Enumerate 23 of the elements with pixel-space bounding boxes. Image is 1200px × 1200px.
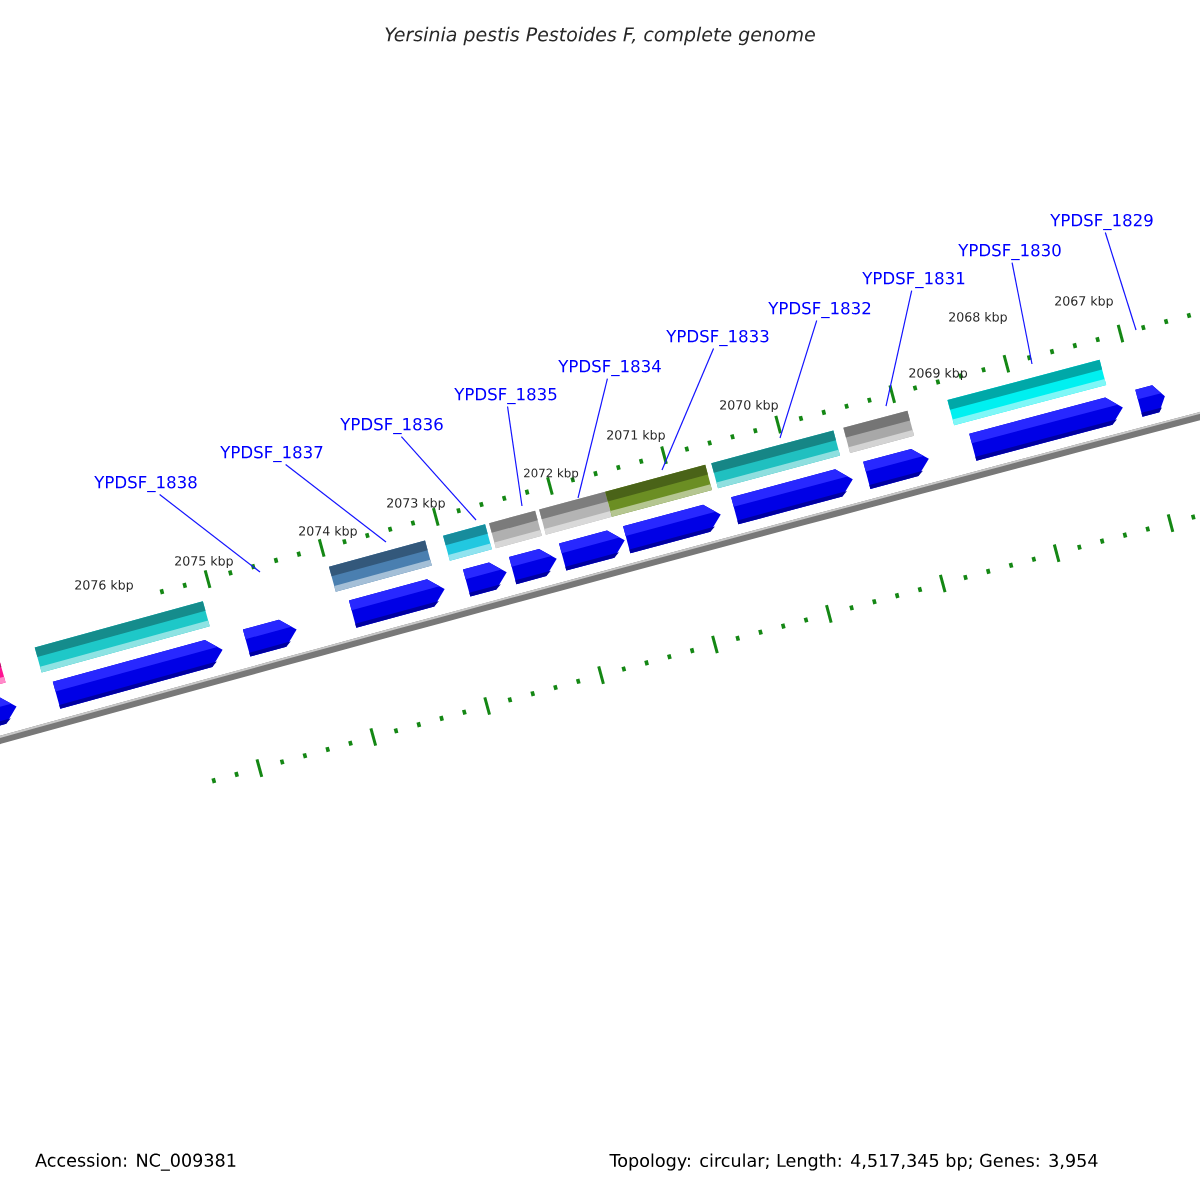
gene-label: YPDSF_1832 [768, 301, 871, 319]
gene-label: YPDSF_1836 [340, 417, 443, 435]
gene-label: YPDSF_1837 [220, 445, 323, 463]
gene-label: YPDSF_1831 [862, 271, 965, 289]
genome-summary: Topology: circular; Length: 4,517,345 bp; Genes: 3,954 [609, 1153, 1098, 1171]
accession-label: Accession: NC_009381 [35, 1153, 236, 1171]
gene-label: YPDSF_1830 [958, 243, 1061, 261]
gene-label: YPDSF_1833 [666, 329, 769, 347]
leader-line [1011, 261, 1033, 365]
leader-line [285, 463, 387, 543]
leader-line [400, 435, 477, 521]
gene-label: YPDSF_1838 [94, 475, 197, 493]
gene-label: YPDSF_1834 [558, 359, 661, 377]
title: Yersinia pestis Pestoides F, complete genome [385, 26, 815, 46]
leader-line [577, 377, 608, 499]
leader-line [661, 347, 715, 471]
gene-label: YPDSF_1835 [454, 387, 557, 405]
leader-line [779, 319, 818, 439]
leader-line [159, 493, 261, 573]
leader-line [506, 405, 523, 507]
leader-line [885, 289, 913, 407]
gene-label: YPDSF_1829 [1050, 213, 1153, 231]
leader-line [1104, 231, 1137, 331]
